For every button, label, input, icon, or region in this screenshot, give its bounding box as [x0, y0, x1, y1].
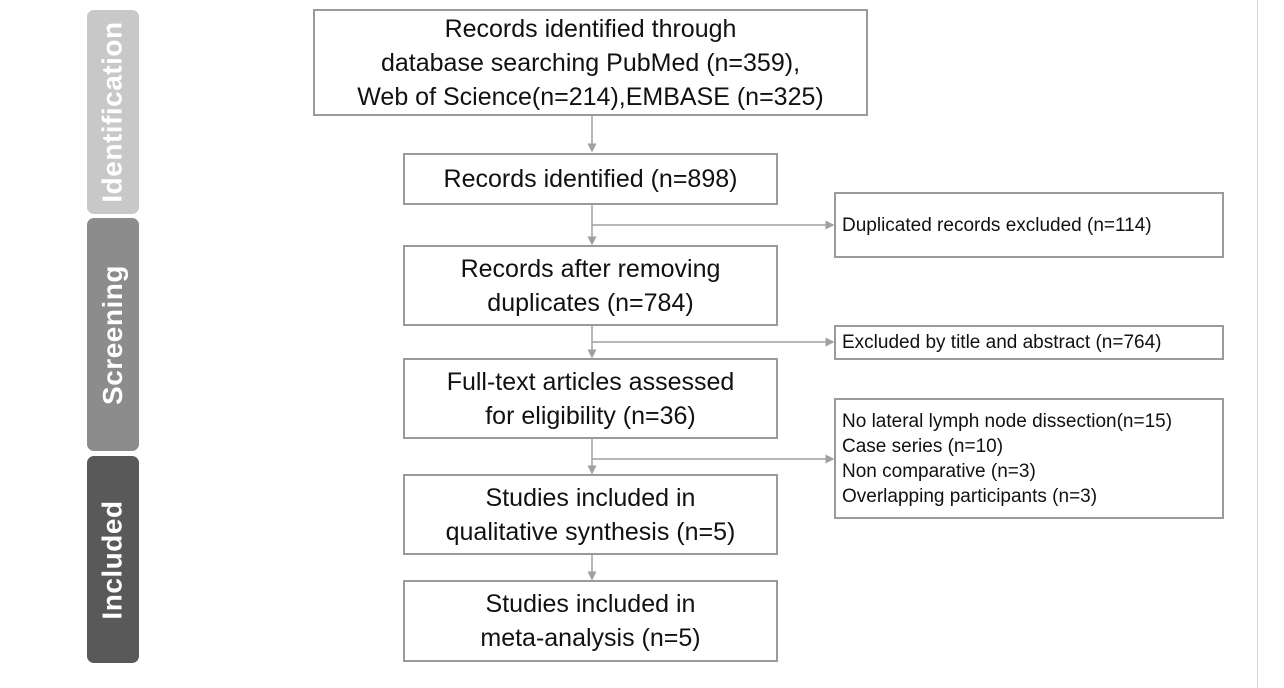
full-text-exclusion-list: No lateral lymph node dissection(n=15) C…: [842, 409, 1172, 509]
box-records-identified-text: Records identified (n=898): [443, 165, 738, 193]
box-full-text: Full-text articles assessed for eligibil…: [403, 358, 778, 439]
right-divider: [1257, 0, 1258, 688]
box-database-search-text: Records identified through database sear…: [357, 14, 824, 111]
title-abstract-excluded-text: Excluded by title and abstract (n=764): [842, 332, 1162, 353]
stage-bar-identification: Identification: [87, 10, 139, 214]
box-database-search: Records identified through database sear…: [313, 9, 868, 116]
box-full-text-text: Full-text articles assessed for eligibil…: [446, 367, 735, 430]
box-after-duplicates-text: Records after removing duplicates (n=784…: [460, 254, 721, 317]
box-meta-analysis-text: Studies included in meta-analysis (n=5): [480, 590, 701, 652]
box-full-text-exclusions: No lateral lymph node dissection(n=15) C…: [834, 398, 1224, 519]
exclusion-reason: Non comparative (n=3): [842, 460, 1036, 482]
box-after-duplicates: Records after removing duplicates (n=784…: [403, 245, 778, 326]
duplicates-excluded-text: Duplicated records excluded (n=114): [842, 214, 1152, 236]
box-qualitative-synthesis-text: Studies included in qualitative synthesi…: [445, 483, 736, 546]
box-records-identified: Records identified (n=898): [403, 153, 778, 205]
exclusion-reason: Overlapping participants (n=3): [842, 485, 1098, 507]
box-duplicates-excluded: Duplicated records excluded (n=114): [834, 192, 1224, 258]
exclusion-reason: Case series (n=10): [842, 435, 1004, 457]
stage-bar-screening: Screening: [87, 218, 139, 451]
box-meta-analysis: Studies included in meta-analysis (n=5): [403, 580, 778, 662]
box-title-abstract-excluded: Excluded by title and abstract (n=764): [834, 325, 1224, 360]
stage-bar-included: Included: [87, 456, 139, 663]
box-qualitative-synthesis: Studies included in qualitative synthesi…: [403, 474, 778, 555]
exclusion-reason: No lateral lymph node dissection(n=15): [842, 410, 1173, 432]
